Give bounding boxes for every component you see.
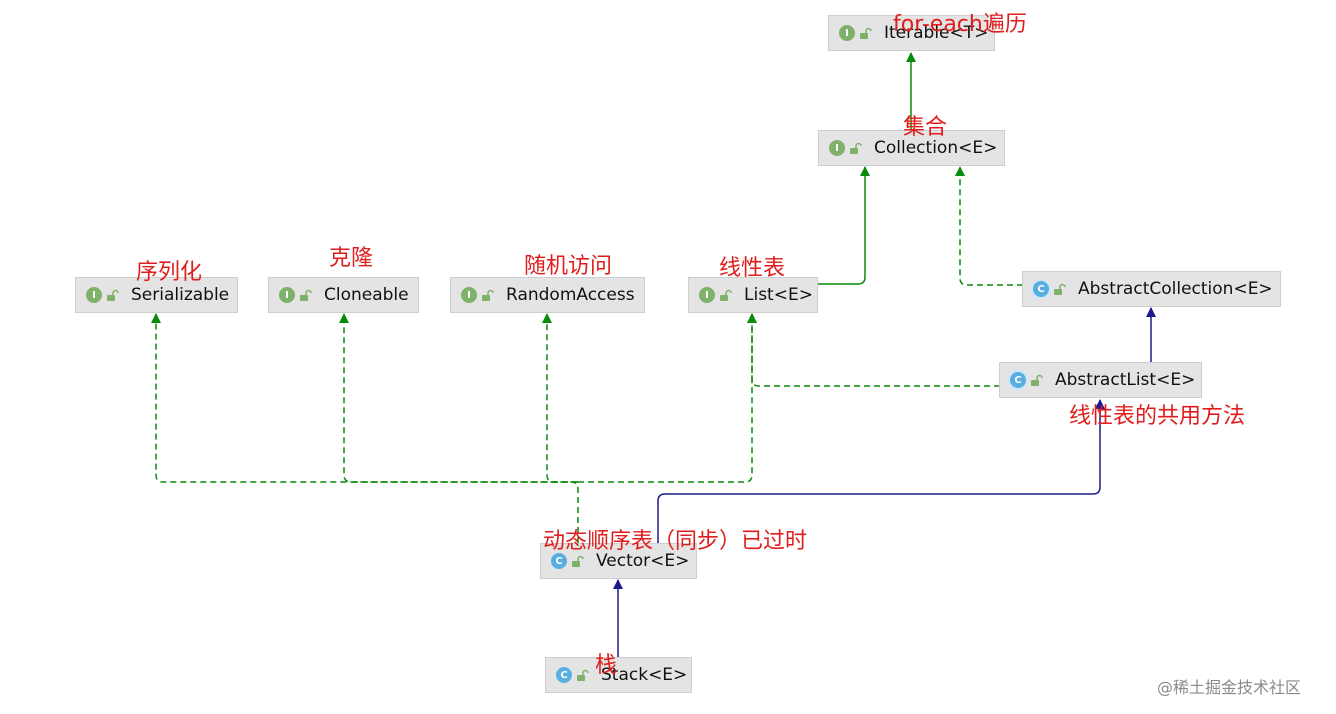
node-vector[interactable]: C Vector<E> <box>540 543 697 579</box>
annotation-list: 线性表 <box>719 256 786 281</box>
node-abstractlist[interactable]: C AbstractList<E> <box>999 362 1202 398</box>
annotation-vector: 动态顺序表（同步）已过时 <box>543 529 808 554</box>
open-lock-icon <box>482 289 494 301</box>
annotation-iterable: for-each遍历 <box>893 12 1027 37</box>
open-lock-icon <box>1054 283 1066 295</box>
open-lock-icon <box>577 669 589 681</box>
interface-icon: I <box>279 287 295 303</box>
node-iterable[interactable]: I Iterable<T> <box>828 15 995 51</box>
node-label: List<E> <box>744 285 813 305</box>
interface-icon: I <box>461 287 477 303</box>
node-label: AbstractList<E> <box>1055 370 1196 390</box>
node-randomaccess[interactable]: I RandomAccess <box>450 277 645 313</box>
abstract-class-icon: C <box>1033 281 1049 297</box>
annotation-randomaccess: 随机访问 <box>524 254 613 279</box>
open-lock-icon <box>850 142 862 154</box>
annotation-serializable: 序列化 <box>136 260 203 285</box>
edge-vector-cloneable <box>339 313 578 483</box>
annotation-abstractlist: 线性表的共用方法 <box>1069 404 1246 429</box>
edge-list-collection <box>818 166 870 285</box>
edge-vector-list <box>578 313 757 483</box>
node-label: Iterable<T> <box>884 23 989 43</box>
abstract-class-icon: C <box>1010 372 1026 388</box>
edge-vector-abstractlist <box>657 399 1105 543</box>
interface-icon: I <box>829 140 845 156</box>
node-label: Stack<E> <box>601 665 688 685</box>
interface-icon: I <box>699 287 715 303</box>
node-label: Collection<E> <box>874 138 998 158</box>
class-icon: C <box>551 553 567 569</box>
open-lock-icon <box>107 289 119 301</box>
interface-icon: I <box>839 25 855 41</box>
node-abstractcollection[interactable]: C AbstractCollection<E> <box>1022 271 1281 307</box>
annotation-collection: 集合 <box>903 115 948 140</box>
node-label: Vector<E> <box>596 551 690 571</box>
node-label: AbstractCollection<E> <box>1078 279 1273 299</box>
node-cloneable[interactable]: I Cloneable <box>268 277 419 313</box>
annotation-cloneable: 克隆 <box>329 246 374 271</box>
watermark: @稀土掘金技术社区 <box>1157 678 1302 697</box>
edge-abstractlist-list <box>747 313 1000 387</box>
node-label: Cloneable <box>324 285 409 305</box>
node-collection[interactable]: I Collection<E> <box>818 130 1005 166</box>
annotation-stack: 栈 <box>595 653 618 678</box>
edge-abstractcollection-collection <box>955 166 1023 286</box>
open-lock-icon <box>300 289 312 301</box>
node-list[interactable]: I List<E> <box>688 277 818 313</box>
edge-vector-serializable <box>151 313 579 543</box>
class-icon: C <box>556 667 572 683</box>
node-serializable[interactable]: I Serializable <box>75 277 238 313</box>
open-lock-icon <box>1031 374 1043 386</box>
edge-vector-randomaccess <box>542 313 578 483</box>
node-label: Serializable <box>131 285 230 305</box>
open-lock-icon <box>860 27 872 39</box>
node-label: RandomAccess <box>506 285 635 305</box>
interface-icon: I <box>86 287 102 303</box>
node-stack[interactable]: C Stack<E> <box>545 657 692 693</box>
open-lock-icon <box>572 555 584 567</box>
open-lock-icon <box>720 289 732 301</box>
